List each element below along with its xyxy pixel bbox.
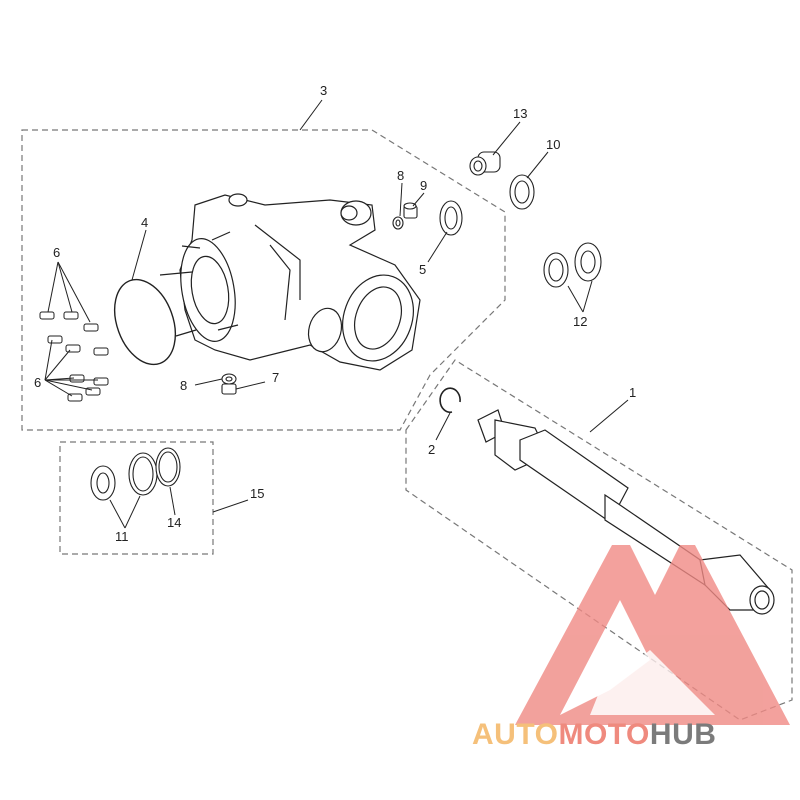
leader-line xyxy=(109,499,126,529)
callout-10: 10 xyxy=(546,137,560,152)
callout-13: 13 xyxy=(513,106,527,121)
leader-line xyxy=(299,99,323,131)
callout-12: 12 xyxy=(573,314,587,329)
callout-15: 15 xyxy=(250,486,264,501)
callout-5: 5 xyxy=(419,262,426,277)
callout-6-lower: 6 xyxy=(34,375,41,390)
leader-line xyxy=(399,182,403,217)
plug-9 xyxy=(403,202,418,219)
seal-5 xyxy=(439,200,463,236)
leader-line xyxy=(589,399,629,433)
watermark-text: AUTOMOTOHUB xyxy=(472,718,716,752)
leader-line xyxy=(567,285,584,313)
callout-1: 1 xyxy=(629,385,636,400)
callout-14: 14 xyxy=(167,515,181,530)
leader-line xyxy=(44,339,53,381)
watermark-auto: AUTO xyxy=(472,718,559,751)
plug-7 xyxy=(221,383,237,395)
leader-line xyxy=(47,261,59,313)
bearing-12 xyxy=(543,242,602,288)
bolts-group xyxy=(39,311,109,402)
leader-line xyxy=(44,379,73,397)
bolt xyxy=(93,347,109,356)
sleeve-13 xyxy=(469,151,501,176)
leader-line xyxy=(412,192,425,207)
callout-8-lower: 8 xyxy=(180,378,187,393)
bearing-10 xyxy=(509,174,535,210)
watermark-hub: HUB xyxy=(649,718,717,751)
group-1-outline xyxy=(405,359,793,721)
leader-line xyxy=(212,499,249,513)
bolt xyxy=(65,344,81,353)
bearing-11 xyxy=(90,452,158,501)
circlip-2 xyxy=(439,387,461,413)
leader-line xyxy=(124,495,141,529)
bolt xyxy=(83,323,99,332)
washer-8-lower xyxy=(221,373,237,385)
leader-line xyxy=(427,231,448,263)
leader-line xyxy=(57,261,73,313)
leader-line xyxy=(44,349,71,381)
leader-line xyxy=(44,379,93,391)
leader-line xyxy=(131,229,147,281)
leader-line xyxy=(194,378,223,386)
gasket-ring xyxy=(113,278,177,366)
washer-8-upper xyxy=(392,216,404,230)
callout-6-upper: 6 xyxy=(53,245,60,260)
callout-7: 7 xyxy=(272,370,279,385)
leader-line xyxy=(582,280,593,313)
bolt xyxy=(93,377,109,386)
callout-3: 3 xyxy=(320,83,327,98)
seal-ring-14 xyxy=(155,447,181,487)
bolt xyxy=(63,311,79,320)
callout-8-upper: 8 xyxy=(397,168,404,183)
watermark-moto: MOTO xyxy=(558,718,650,751)
bolt xyxy=(39,311,55,320)
leader-line xyxy=(235,381,266,390)
group-15-outline xyxy=(59,441,214,555)
leader-line xyxy=(169,486,176,516)
callout-9: 9 xyxy=(420,178,427,193)
callout-2: 2 xyxy=(428,442,435,457)
watermark-logo xyxy=(515,545,790,725)
leader-line xyxy=(57,261,91,323)
bolt xyxy=(47,335,63,344)
callout-11: 11 xyxy=(115,529,129,544)
callout-4: 4 xyxy=(141,215,148,230)
leader-line xyxy=(492,121,521,156)
leader-line xyxy=(435,412,451,441)
final-drive-housing xyxy=(159,193,421,371)
leader-line xyxy=(526,151,549,179)
